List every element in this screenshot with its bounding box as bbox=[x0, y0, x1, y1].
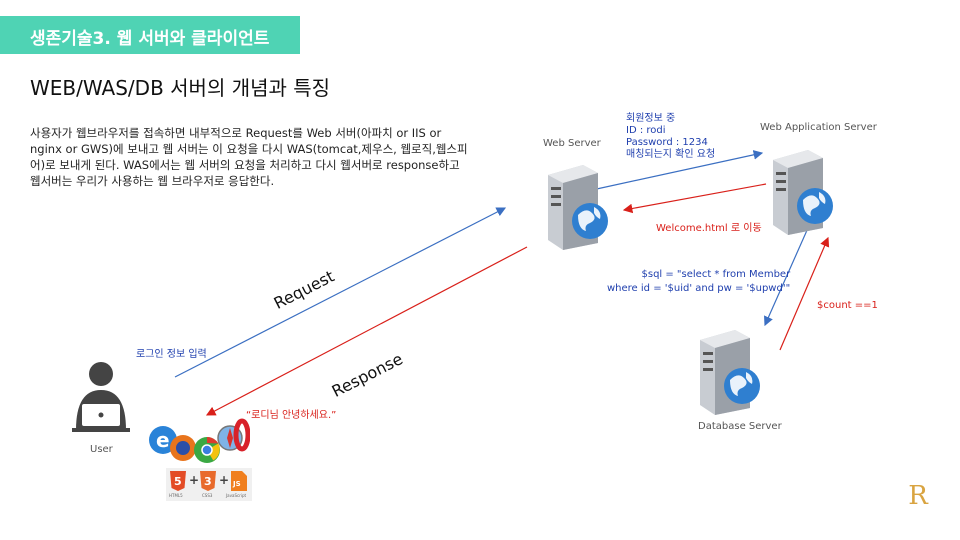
web-server-icon bbox=[548, 165, 608, 250]
was-label: Web Application Server bbox=[760, 122, 877, 133]
brand-logo: R bbox=[900, 481, 936, 521]
browser-logos-icon: e bbox=[149, 418, 250, 463]
was-request-note: 회원정보 중 ID : rodi Password : 1234 매칭되는지 확… bbox=[626, 113, 715, 161]
sql-query-note: $sql = "select * from Member where id = … bbox=[607, 268, 790, 296]
login-input-note: 로그인 정보 입력 bbox=[136, 349, 207, 360]
svg-text:e: e bbox=[156, 428, 170, 452]
svg-text:5: 5 bbox=[174, 475, 182, 488]
request-arrow bbox=[174, 207, 507, 378]
count-check-note: $count ==1 bbox=[817, 300, 878, 311]
note-line: 매칭되는지 확인 요청 bbox=[626, 149, 716, 160]
was-to-web-arrow bbox=[622, 183, 767, 214]
sql-line: $sql = "select * from Member bbox=[641, 269, 791, 280]
slide-subtitle: WEB/WAS/DB 서버의 개념과 특징 bbox=[30, 76, 331, 100]
database-server-icon bbox=[700, 330, 760, 415]
css3-label: CSS3 bbox=[202, 493, 213, 498]
note-line: Password : 1234 bbox=[626, 137, 708, 148]
header-bar: 생존기술3. 웹 서버와 클라이언트 bbox=[0, 16, 300, 54]
page-title: 생존기술3. 웹 서버와 클라이언트 bbox=[30, 29, 270, 49]
description-text: 사용자가 웹브라우저를 접속하면 내부적으로 Request를 Web 서버(아… bbox=[30, 126, 468, 188]
was-to-db-arrow bbox=[764, 227, 809, 327]
svg-text:JS: JS bbox=[232, 480, 241, 488]
response-arrow bbox=[205, 246, 528, 416]
html5-icon: 5 bbox=[170, 471, 186, 491]
web-server-label: Web Server bbox=[543, 138, 601, 149]
javascript-label: JavaScript bbox=[226, 493, 247, 498]
db-server-label: Database Server bbox=[698, 421, 782, 432]
svg-text:3: 3 bbox=[204, 475, 212, 488]
tech-badges: 5 + 3 + JS HTML5 CSS3 JavaScript bbox=[166, 468, 252, 501]
javascript-icon: JS bbox=[231, 471, 247, 491]
sql-line: where id = '$uid' and pw = '$upwd'" bbox=[607, 283, 791, 294]
plus-icon: + bbox=[189, 473, 200, 487]
plus-icon: + bbox=[219, 473, 230, 487]
note-line: ID : rodi bbox=[626, 125, 666, 136]
greeting-note: “로디님 안녕하세요.” bbox=[246, 410, 337, 421]
user-icon bbox=[72, 362, 130, 432]
web-to-was-arrow bbox=[591, 150, 764, 191]
was-server-icon bbox=[773, 150, 833, 235]
css3-icon: 3 bbox=[200, 471, 216, 491]
db-to-was-arrow bbox=[779, 236, 830, 351]
html5-label: HTML5 bbox=[169, 493, 183, 498]
logo-letter: R bbox=[908, 481, 928, 511]
note-line: 회원정보 중 bbox=[626, 113, 676, 124]
welcome-redirect-note: Welcome.html 로 이동 bbox=[656, 223, 762, 234]
user-label: User bbox=[90, 444, 113, 455]
